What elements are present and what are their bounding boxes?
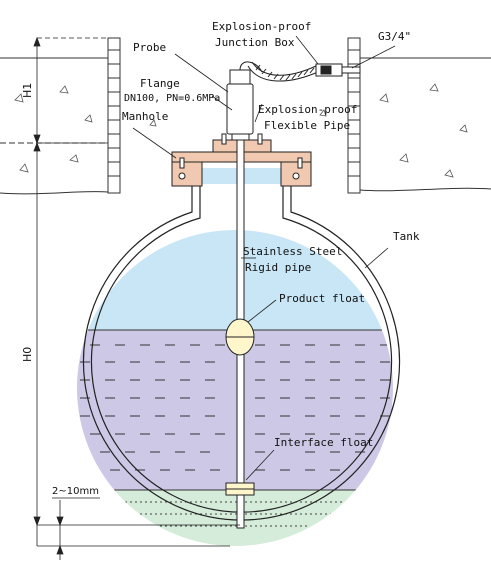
label-h1: H1 — [21, 83, 34, 98]
label-flexible-pipe-1: Explosion-proof — [258, 103, 357, 116]
label-product-float: Product float — [279, 292, 365, 305]
water-hatch — [110, 501, 360, 527]
product-hatch — [80, 344, 390, 471]
label-flexible-pipe-2: Flexible Pipe — [264, 119, 350, 132]
interface-float — [225, 482, 255, 496]
label-gap: 2~10mm — [52, 486, 99, 497]
label-flange-spec: DN100, PN=0.6MPa — [124, 93, 220, 104]
label-flange: Flange — [140, 77, 180, 90]
air-space — [77, 230, 393, 330]
label-stainless-steel: Stainless Steel — [243, 245, 342, 258]
label-probe: Probe — [133, 41, 166, 54]
flange-bolts — [179, 133, 303, 169]
product-layer — [77, 330, 393, 490]
label-h0: H0 — [21, 347, 34, 362]
flexible-pipe — [247, 61, 319, 82]
soil-marks — [14, 83, 468, 178]
junction-box — [315, 63, 361, 77]
manhole-wall-right — [347, 37, 361, 194]
label-junction-box-1: Explosion-proof — [212, 20, 311, 33]
label-interface-float: Interface float — [274, 436, 373, 449]
dimension-lines — [33, 36, 240, 560]
label-junction-box-2: Junction Box — [215, 36, 295, 49]
label-rigid-pipe: Rigid pipe — [245, 261, 311, 274]
label-manhole: Manhole — [122, 110, 168, 123]
product-float — [225, 318, 255, 356]
leader-lines — [132, 35, 396, 481]
label-g34: G3/4" — [378, 30, 411, 43]
probe-head — [226, 61, 263, 141]
label-tank: Tank — [393, 230, 420, 243]
manhole-wall-left — [107, 37, 121, 194]
